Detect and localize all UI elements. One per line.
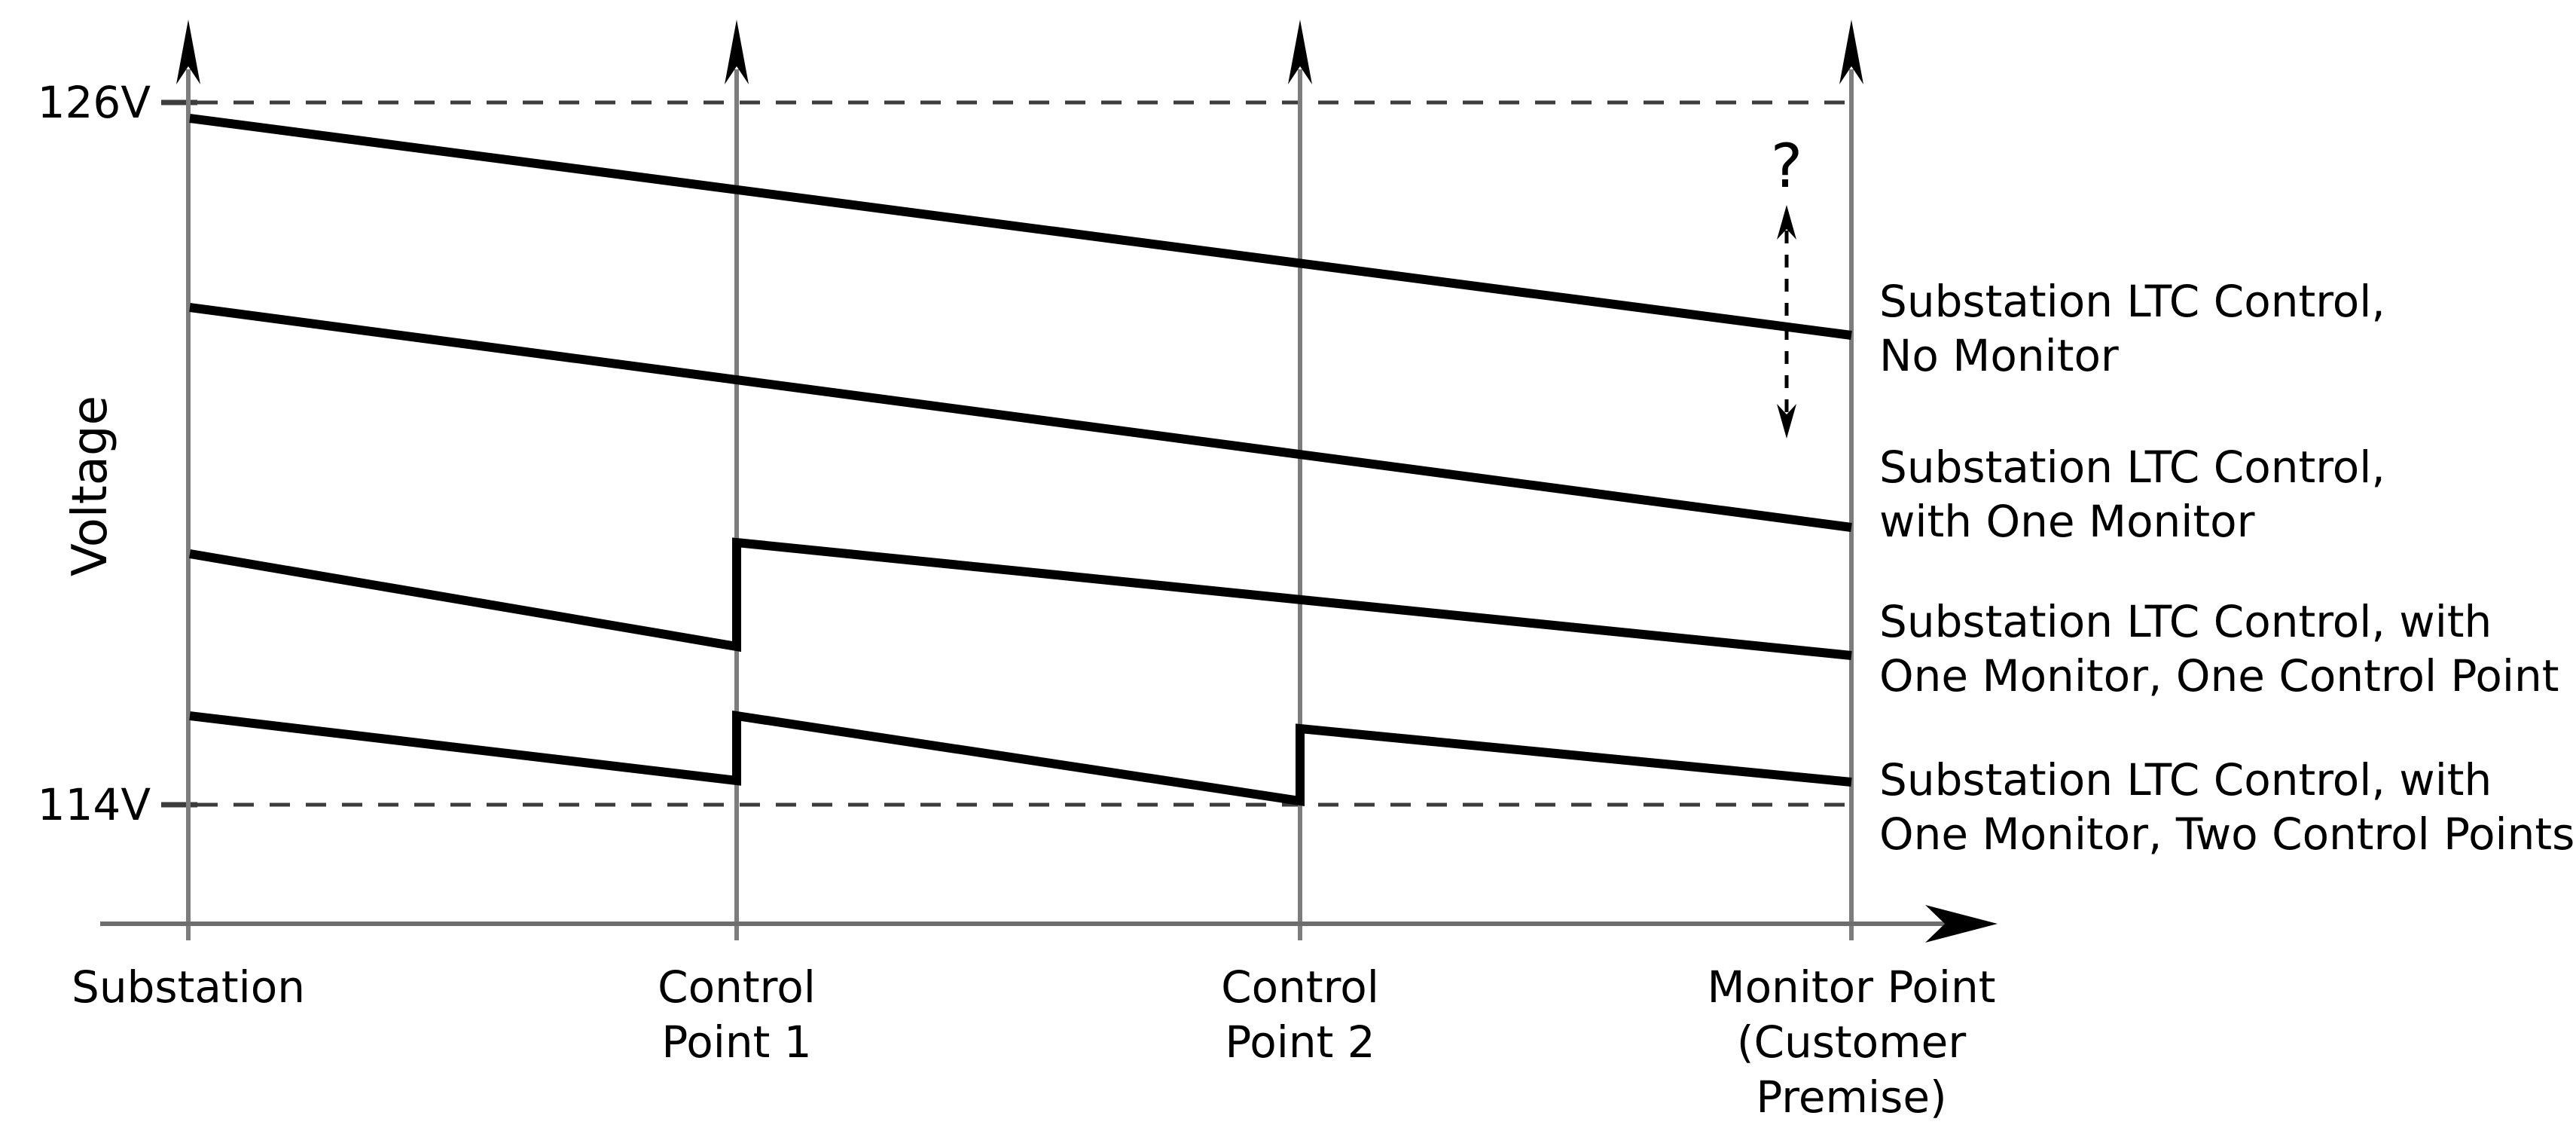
- x-position-label: Point 2: [1225, 1016, 1375, 1068]
- x-position-label: Monitor Point: [1708, 961, 1996, 1013]
- position-guide-arrowhead: [725, 20, 749, 84]
- series-line: [188, 537, 1852, 660]
- series-line: [189, 114, 1852, 340]
- x-axis-arrowhead: [1925, 905, 1998, 943]
- y-axis-title: Voltage: [63, 396, 118, 576]
- uncertainty-down-arrowhead: [1777, 404, 1796, 439]
- position-guide-arrowhead: [176, 20, 200, 84]
- series-line: [189, 711, 1852, 806]
- x-position-label: Control: [658, 961, 816, 1013]
- x-position-label: Premise): [1756, 1071, 1946, 1123]
- series-label: Substation LTC Control,: [1879, 442, 2385, 493]
- y-tick-label: 126V: [38, 77, 151, 128]
- x-position-label: (Customer: [1737, 1016, 1967, 1068]
- series-label: with One Monitor: [1879, 496, 2255, 547]
- series-label: Substation LTC Control, with: [1879, 754, 2492, 805]
- x-position-label: Substation: [72, 961, 305, 1013]
- uncertainty-question-mark: ?: [1771, 131, 1802, 201]
- series-label: One Monitor, Two Control Points: [1879, 808, 2574, 860]
- series-label: Substation LTC Control, with: [1879, 596, 2492, 647]
- series-line: [189, 303, 1852, 532]
- position-guide-arrowhead: [1288, 20, 1312, 84]
- x-position-label: Point 1: [661, 1016, 811, 1068]
- x-position-label: Control: [1221, 961, 1379, 1013]
- y-tick-label: 114V: [38, 779, 151, 830]
- position-guide-arrowhead: [1839, 20, 1863, 84]
- uncertainty-up-arrowhead: [1777, 205, 1796, 240]
- series-label: No Monitor: [1879, 330, 2119, 381]
- series-label: Substation LTC Control,: [1879, 276, 2385, 327]
- series-label: One Monitor, One Control Point: [1879, 650, 2559, 701]
